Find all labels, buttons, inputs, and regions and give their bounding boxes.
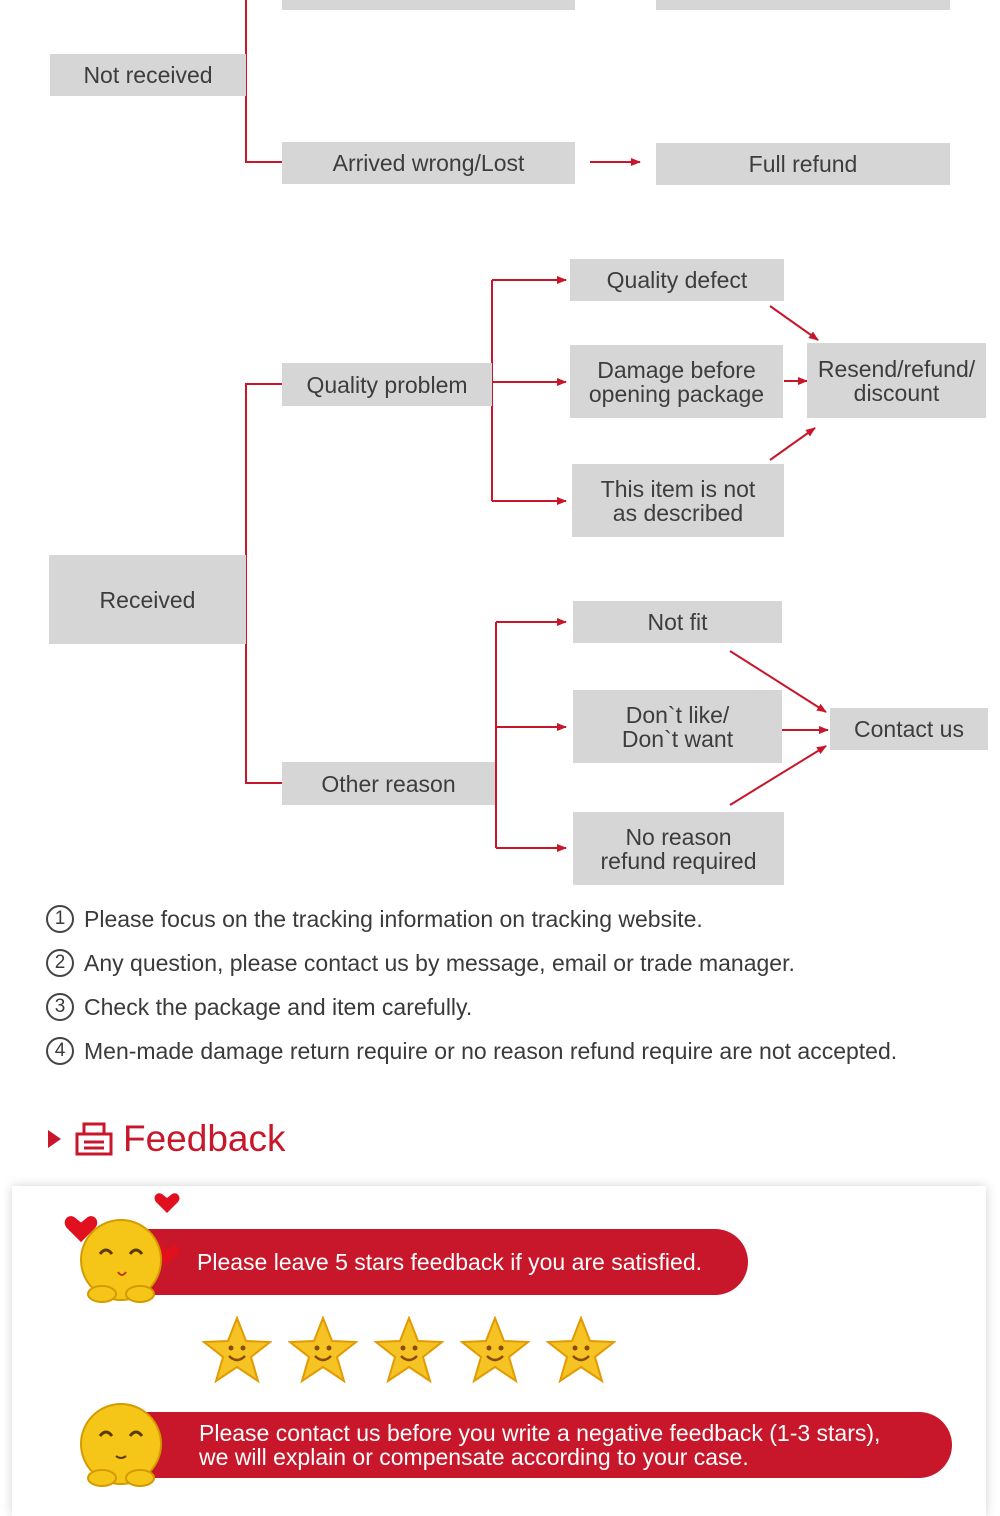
- not-as-described-box: This item is not as described: [572, 464, 784, 537]
- note-text: Men-made damage return require or no rea…: [84, 1037, 898, 1064]
- star-icon: [202, 1316, 272, 1384]
- circled-number-1: 1: [46, 905, 74, 933]
- banner-negative-text: Please contact us before you write a neg…: [199, 1420, 881, 1470]
- resend-label: Resend/refund/ discount: [817, 355, 976, 406]
- note-text: Any question, please contact us by messa…: [84, 949, 795, 976]
- not-fit-label: Not fit: [647, 609, 708, 635]
- quality-problem-label: Quality problem: [306, 371, 468, 398]
- note-text: Please focus on the tracking information…: [84, 905, 703, 932]
- damage-before-box: Damage before opening package: [570, 345, 783, 418]
- full-refund-box: Full refund: [656, 143, 950, 185]
- feedback-heading: Feedback: [48, 1118, 286, 1160]
- not-as-described-label: This item is not as described: [600, 475, 756, 526]
- other-reason-box: Other reason: [282, 762, 495, 805]
- star-icon: [546, 1316, 616, 1384]
- quality-problem-box: Quality problem: [282, 363, 492, 406]
- note-4: 4 Men-made damage return require or no r…: [46, 1037, 897, 1065]
- not-fit-box: Not fit: [573, 601, 782, 643]
- quality-defect-box: Quality defect: [570, 259, 784, 301]
- feedback-title: Feedback: [123, 1118, 286, 1159]
- heart-icon: [154, 1193, 180, 1213]
- heart-icon: [64, 1216, 98, 1243]
- dont-like-box: Don`t like/ Don`t want: [573, 690, 782, 763]
- not-received-label: Not received: [83, 62, 213, 88]
- banner-negative: Please contact us before you write a neg…: [145, 1412, 952, 1478]
- flow-connectors: [245, 0, 829, 852]
- circled-number-3: 3: [46, 993, 74, 1021]
- smiley-icon: [80, 1403, 162, 1487]
- banner-positive-text: Please leave 5 stars feedback if you are…: [197, 1249, 703, 1275]
- note-1: 1 Please focus on the tracking informati…: [46, 905, 703, 933]
- quality-defect-label: Quality defect: [606, 267, 748, 293]
- top-box-right-partial: [656, 0, 950, 10]
- full-refund-label: Full refund: [748, 151, 858, 177]
- banner-positive: Please leave 5 stars feedback if you are…: [145, 1229, 748, 1295]
- arrived-wrong-box: Arrived wrong/Lost: [282, 142, 575, 184]
- no-reason-box: No reason refund required: [573, 812, 784, 885]
- circled-number-4: 4: [46, 1037, 74, 1065]
- received-label: Received: [99, 586, 196, 613]
- star-icon: [374, 1316, 444, 1384]
- star-icon: [288, 1316, 358, 1384]
- triangle-right-icon: [48, 1130, 61, 1148]
- note-text: Check the package and item carefully.: [84, 993, 473, 1020]
- star-icon: [460, 1316, 530, 1384]
- circled-number-2: 2: [46, 949, 74, 977]
- contact-us-label: Contact us: [854, 716, 964, 742]
- note-2: 2 Any question, please contact us by mes…: [46, 949, 795, 977]
- smiley-icon: [80, 1219, 162, 1303]
- dont-like-label: Don`t like/ Don`t want: [621, 701, 734, 752]
- resend-box: Resend/refund/ discount: [807, 343, 986, 418]
- top-box-left-partial: [282, 0, 575, 10]
- note-3: 3 Check the package and item carefully.: [46, 993, 472, 1021]
- damage-before-label: Damage before opening package: [588, 356, 765, 407]
- other-reason-label: Other reason: [321, 770, 456, 797]
- printer-icon: [75, 1122, 113, 1156]
- arrived-wrong-label: Arrived wrong/Lost: [332, 150, 525, 176]
- no-reason-label: No reason refund required: [600, 823, 757, 874]
- received-box: Received: [49, 555, 246, 644]
- contact-us-box: Contact us: [830, 708, 988, 750]
- not-received-box: Not received: [50, 54, 246, 96]
